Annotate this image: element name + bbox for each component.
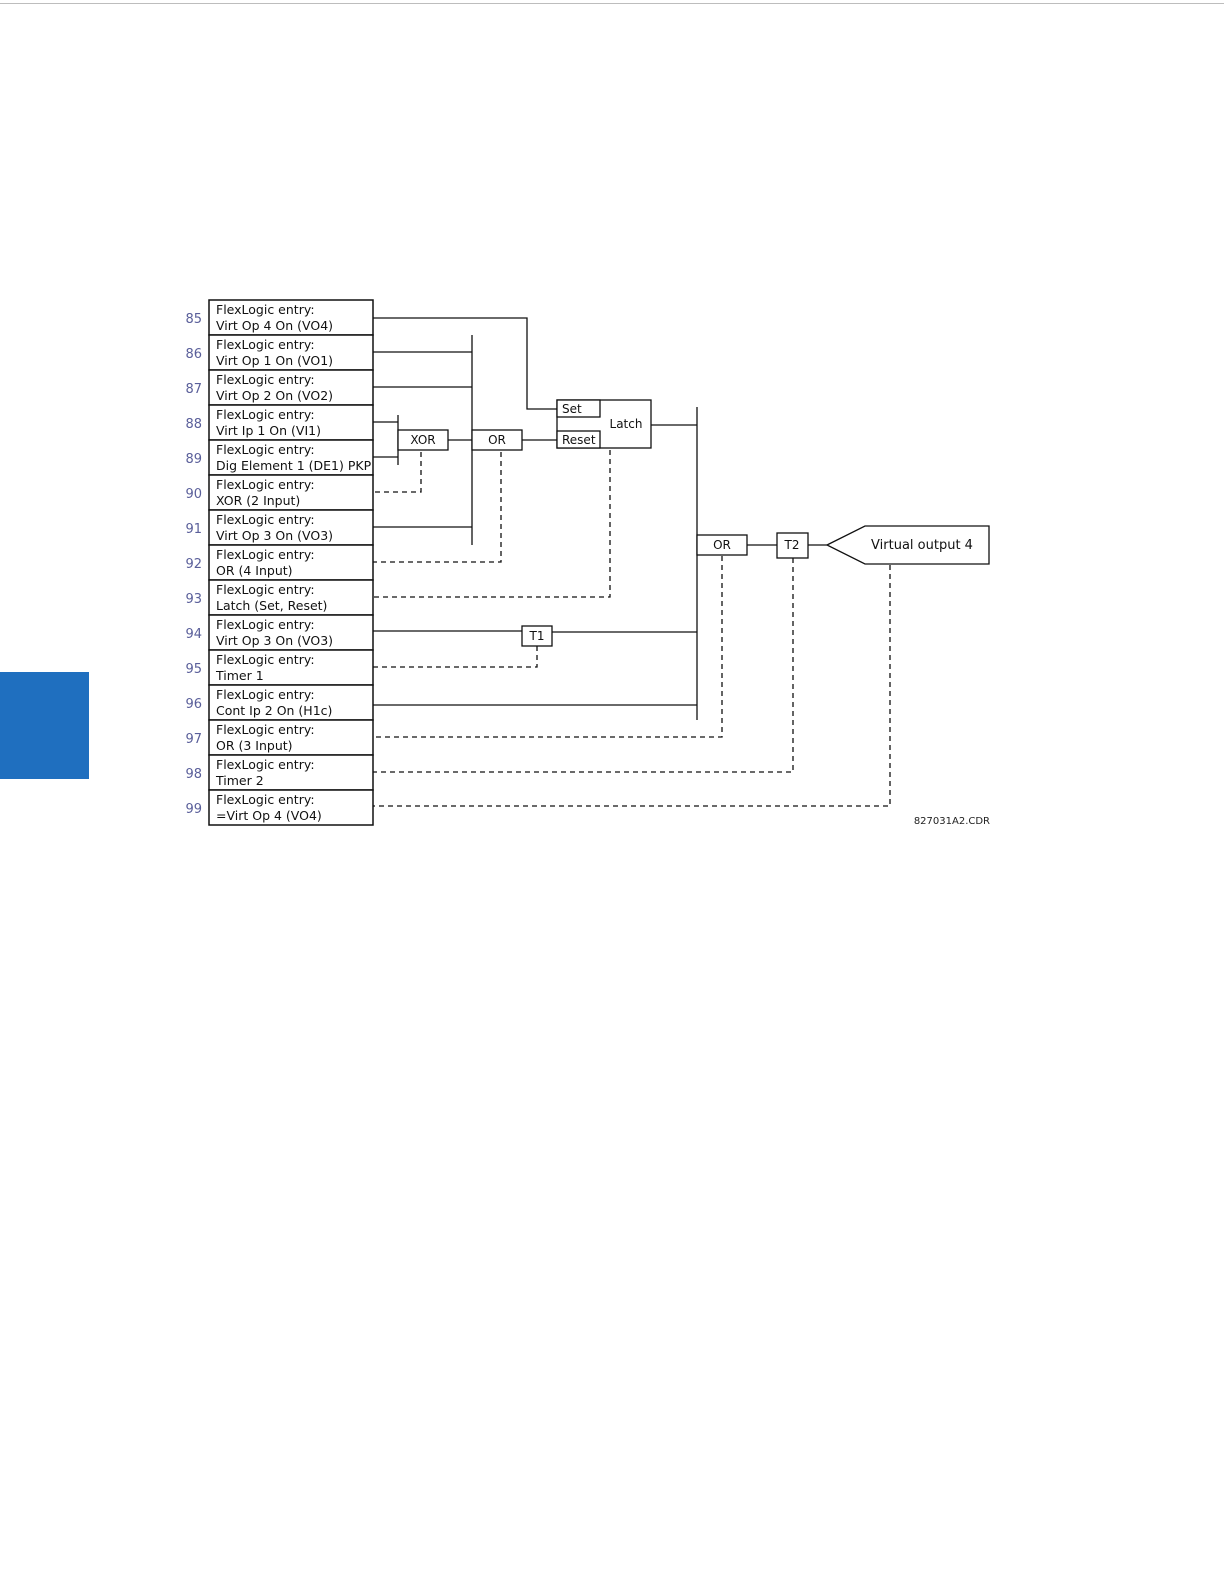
- entry-number: 95: [185, 662, 202, 677]
- entry-row: 95 FlexLogic entry:Timer 1: [185, 649, 374, 686]
- latch-set-port: [556, 399, 601, 418]
- entry-box: [208, 684, 374, 721]
- entry-number: 96: [185, 697, 202, 712]
- entry-number: 86: [185, 347, 202, 362]
- entry-operand: Cont Ip 2 On (H1c): [216, 703, 332, 718]
- entry-operand: OR (4 Input): [216, 563, 293, 578]
- entry-heading: FlexLogic entry:: [216, 337, 315, 352]
- entry-operand: OR (3 Input): [216, 738, 293, 753]
- ref-xor: [373, 452, 422, 493]
- figure-code: 827031A2.CDR: [914, 816, 990, 827]
- wire-vo4-to-set: [373, 317, 557, 410]
- entry-row: 88 FlexLogic entry:Virt Ip 1 On (VI1): [185, 404, 374, 441]
- ref-vo4: [373, 565, 891, 807]
- entry-row: 87 FlexLogic entry:Virt Op 2 On (VO2): [185, 369, 374, 406]
- entry-heading: FlexLogic entry:: [216, 512, 315, 527]
- entry-number: 93: [185, 592, 202, 607]
- entry-box: [208, 649, 374, 686]
- chapter-side-tab: [0, 672, 89, 779]
- entry-row: 98 FlexLogic entry:Timer 2: [185, 754, 374, 791]
- entry-heading: FlexLogic entry:: [216, 302, 315, 317]
- latch-label: Latch: [610, 417, 643, 431]
- entry-heading: FlexLogic entry:: [216, 477, 315, 492]
- xor-gate: [397, 429, 449, 451]
- entry-heading: FlexLogic entry:: [216, 687, 315, 702]
- entry-box: [208, 369, 374, 406]
- entry-number: 92: [185, 557, 202, 572]
- timer-1: [521, 625, 553, 647]
- entry-number: 91: [185, 522, 202, 537]
- latch-set-label: Set: [562, 402, 582, 416]
- latch-reset-port: [556, 430, 601, 449]
- entry-box: [208, 579, 374, 616]
- xor-gate-label: XOR: [410, 433, 435, 447]
- entry-operand: Virt Op 3 On (VO3): [216, 633, 333, 648]
- entry-number: 88: [185, 417, 202, 432]
- entry-heading: FlexLogic entry:: [216, 372, 315, 387]
- entry-number: 94: [185, 627, 202, 642]
- entry-box: [208, 404, 374, 441]
- entry-box: [208, 299, 374, 336]
- entry-operand: XOR (2 Input): [216, 493, 300, 508]
- entry-operand: Virt Op 4 On (VO4): [216, 318, 333, 333]
- entry-operand: Timer 1: [215, 668, 264, 683]
- entry-operand: Virt Op 2 On (VO2): [216, 388, 333, 403]
- entry-number: 90: [185, 487, 202, 502]
- timer-2: [776, 532, 809, 559]
- connection-lines: [373, 317, 891, 807]
- latch-reset-label: Reset: [562, 433, 596, 447]
- entry-operand: Dig Element 1 (DE1) PKP: [216, 458, 372, 473]
- entry-number: 89: [185, 452, 202, 467]
- virtual-output-4-block: [825, 525, 990, 565]
- entry-heading: FlexLogic entry:: [216, 617, 315, 632]
- entry-operand: =Virt Op 4 (VO4): [216, 808, 322, 823]
- entry-heading: FlexLogic entry:: [216, 757, 315, 772]
- entry-row: 93 FlexLogic entry:Latch (Set, Reset): [185, 579, 374, 616]
- entry-heading: FlexLogic entry:: [216, 547, 315, 562]
- entry-box: [208, 474, 374, 511]
- entry-operand: Virt Op 3 On (VO3): [216, 528, 333, 543]
- entry-row: 96 FlexLogic entry:Cont Ip 2 On (H1c): [185, 684, 374, 721]
- entry-row: 94 FlexLogic entry:Virt Op 3 On (VO3): [185, 614, 374, 651]
- entry-heading: FlexLogic entry:: [216, 792, 315, 807]
- entry-row: 92 FlexLogic entry:OR (4 Input): [185, 544, 374, 581]
- entry-row: 99 FlexLogic entry:=Virt Op 4 (VO4): [185, 789, 374, 826]
- ref-or3: [373, 556, 723, 738]
- entry-number: 85: [185, 312, 202, 327]
- ref-timer2: [373, 558, 794, 773]
- entry-row: 85 FlexLogic entry:Virt Op 4 On (VO4): [185, 299, 374, 336]
- entry-heading: FlexLogic entry:: [216, 582, 315, 597]
- header-rule: [0, 3, 1224, 4]
- timer-1-label: T1: [529, 629, 545, 643]
- entry-heading: FlexLogic entry:: [216, 722, 315, 737]
- or-gate-4-input-label: OR: [488, 433, 506, 447]
- ref-timer1: [373, 646, 538, 668]
- entry-operand: Timer 2: [215, 773, 264, 788]
- virtual-output-4-label: Virtual output 4: [871, 538, 973, 553]
- entry-row: 89 FlexLogic entry:Dig Element 1 (DE1) PK…: [185, 439, 374, 476]
- entry-row: 91 FlexLogic entry:Virt Op 3 On (VO3): [185, 509, 374, 546]
- ref-latch: [373, 450, 611, 598]
- timer-2-label: T2: [784, 538, 800, 552]
- ref-or4: [373, 452, 502, 563]
- or-gate-3-input-label: OR: [713, 538, 731, 552]
- entry-number: 98: [185, 767, 202, 782]
- entry-heading: FlexLogic entry:: [216, 407, 315, 422]
- or-gate-3-input: [696, 534, 748, 556]
- entry-number: 97: [185, 732, 202, 747]
- entry-row: 90 FlexLogic entry:XOR (2 Input): [185, 474, 374, 511]
- entry-row: 86 FlexLogic entry:Virt Op 1 On (VO1): [185, 334, 374, 371]
- entry-operand: Virt Op 1 On (VO1): [216, 353, 333, 368]
- entry-box: [208, 789, 374, 826]
- entry-operand: Latch (Set, Reset): [216, 598, 327, 613]
- entry-heading: FlexLogic entry:: [216, 652, 315, 667]
- entry-number: 99: [185, 802, 202, 817]
- entry-row: 97 FlexLogic entry:OR (3 Input): [185, 719, 374, 756]
- entry-number: 87: [185, 382, 202, 397]
- entry-operand: Virt Ip 1 On (VI1): [216, 423, 321, 438]
- or-gate-4-input: [471, 429, 523, 451]
- entry-heading: FlexLogic entry:: [216, 442, 315, 457]
